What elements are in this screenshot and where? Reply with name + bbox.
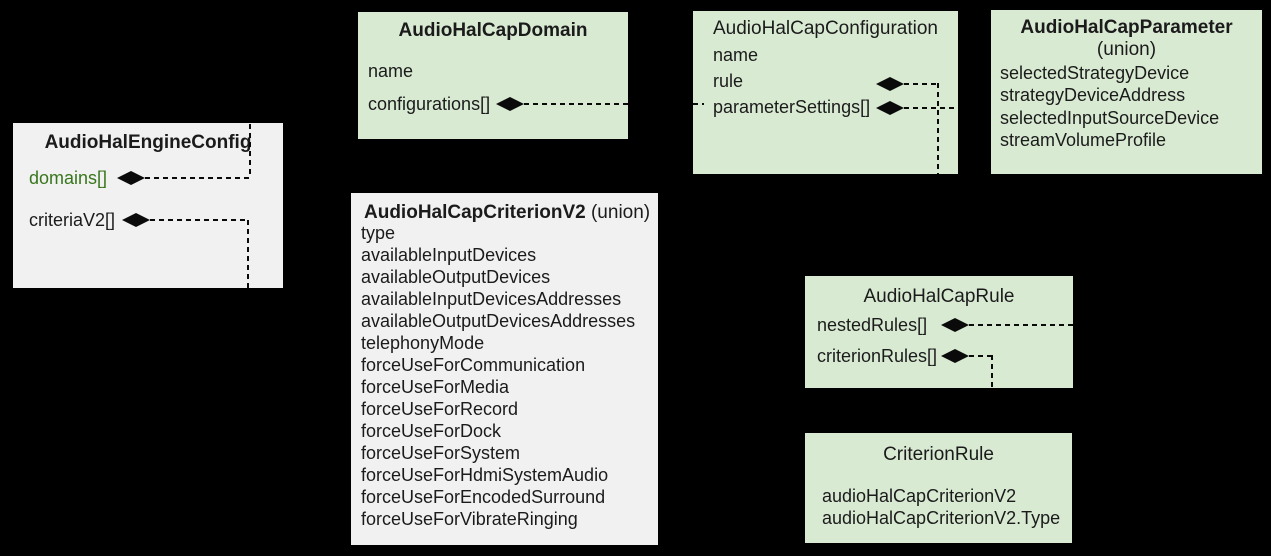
field-force-use-for-encoded-surround: forceUseForEncodedSurround <box>361 487 606 507</box>
connector-domains-vertical <box>249 124 251 178</box>
class-subtitle: (union) <box>1096 39 1157 60</box>
field-available-output-devices-addresses: availableOutputDevicesAddresses <box>361 311 636 331</box>
field-force-use-for-hdmi-system-audio: forceUseForHdmiSystemAudio <box>361 465 609 485</box>
field-available-input-devices-addresses: availableInputDevicesAddresses <box>361 289 622 309</box>
class-title: CriterionRule <box>883 444 994 465</box>
class-title: AudioHalCapConfiguration <box>713 18 938 39</box>
connector-domains-horizontal <box>145 177 250 179</box>
composition-diamond-icon-domains <box>117 171 145 185</box>
class-title: AudioHalCapParameter <box>1020 17 1233 38</box>
class-box-audio-hal-cap-rule: AudioHalCapRule nestedRules[] criterionR… <box>805 276 1073 388</box>
field-list: audioHalCapCriterionV2 audioHalCapCriter… <box>822 485 1060 529</box>
field-audio-hal-cap-criterion-v2: audioHalCapCriterionV2 <box>822 486 1017 506</box>
class-box-audio-hal-engine-config: AudioHalEngineConfig domains[] criteriaV… <box>13 123 283 288</box>
composition-diamond-icon-rule <box>876 77 904 91</box>
field-force-use-for-dock: forceUseForDock <box>361 421 502 441</box>
connector-nested-rules-horizontal <box>969 324 1073 326</box>
connector-criterion-rules-vertical <box>991 355 993 388</box>
field-criterion-rules: criterionRules[] <box>817 346 938 366</box>
field-force-use-for-record: forceUseForRecord <box>361 399 519 419</box>
connector-criterion-rules-horizontal <box>969 355 993 357</box>
field-available-output-devices: availableOutputDevices <box>361 267 551 287</box>
class-box-audio-hal-cap-parameter: AudioHalCapParameter (union) selectedStr… <box>991 10 1262 174</box>
class-title: AudioHalCapCriterionV2 (union) <box>364 202 658 224</box>
field-selected-strategy-device: selectedStrategyDevice <box>1000 63 1190 83</box>
connector-rule-vertical <box>937 83 939 174</box>
field-force-use-for-communication: forceUseForCommunication <box>361 355 586 375</box>
field-criteria-v2: criteriaV2[] <box>29 210 116 230</box>
field-stream-volume-profile: streamVolumeProfile <box>1000 130 1167 151</box>
class-title: AudioHalCapRule <box>863 286 1015 307</box>
field-name: name <box>368 61 414 81</box>
class-box-criterion-rule: CriterionRule audioHalCapCriterionV2 aud… <box>805 433 1072 543</box>
composition-diamond-icon-configurations <box>496 97 524 111</box>
field-strategy-device-address: strategyDeviceAddress <box>1000 85 1186 106</box>
field-force-use-for-system: forceUseForSystem <box>361 443 521 463</box>
class-box-audio-hal-cap-criterion-v2: AudioHalCapCriterionV2 (union) type avai… <box>351 193 658 545</box>
field-type: type <box>361 223 396 243</box>
connector-criteria-v2-horizontal <box>150 219 248 221</box>
field-audio-hal-cap-criterion-v2-type: audioHalCapCriterionV2.Type <box>822 508 1061 528</box>
field-telephony-mode: telephonyMode <box>361 333 485 353</box>
field-force-use-for-vibrate-ringing: forceUseForVibrateRinging <box>361 509 578 529</box>
connector-parameter-settings-horizontal <box>904 107 958 109</box>
field-configurations: configurations[] <box>368 94 491 114</box>
composition-diamond-icon-criterion-rules <box>941 349 969 363</box>
composition-diamond-icon-parameter-settings <box>876 101 904 115</box>
connector-configurations-horizontal <box>524 103 628 105</box>
class-title: AudioHalCapDomain <box>398 20 588 41</box>
field-name: name <box>713 45 759 65</box>
field-domains: domains[] <box>29 168 108 188</box>
class-title-name: AudioHalCapCriterionV2 <box>364 202 586 223</box>
class-title: AudioHalEngineConfig <box>44 132 252 153</box>
connector-criteria-v2-vertical <box>247 220 249 288</box>
connector-rule-horizontal <box>904 83 939 85</box>
class-box-audio-hal-cap-configuration: AudioHalCapConfiguration name rule param… <box>693 11 958 174</box>
field-force-use-for-media: forceUseForMedia <box>361 377 510 397</box>
field-selected-input-source-device: selectedInputSourceDevice <box>1000 107 1220 128</box>
composition-diamond-icon-nested-rules <box>941 318 969 332</box>
field-rule: rule <box>713 71 744 91</box>
composition-diamond-icon-criteria-v2 <box>122 213 150 227</box>
class-title-suffix: (union) <box>590 202 651 223</box>
field-list: selectedStrategyDevice strategyDeviceAdd… <box>1000 62 1219 152</box>
class-box-audio-hal-cap-domain: AudioHalCapDomain name configurations[] <box>358 12 628 139</box>
field-list: type availableInputDevices availableOutp… <box>361 222 635 530</box>
field-available-input-devices: availableInputDevices <box>361 245 537 265</box>
field-nested-rules: nestedRules[] <box>817 315 928 335</box>
field-parameter-settings: parameterSettings[] <box>713 97 871 117</box>
connector-configurations-stub <box>693 103 704 105</box>
